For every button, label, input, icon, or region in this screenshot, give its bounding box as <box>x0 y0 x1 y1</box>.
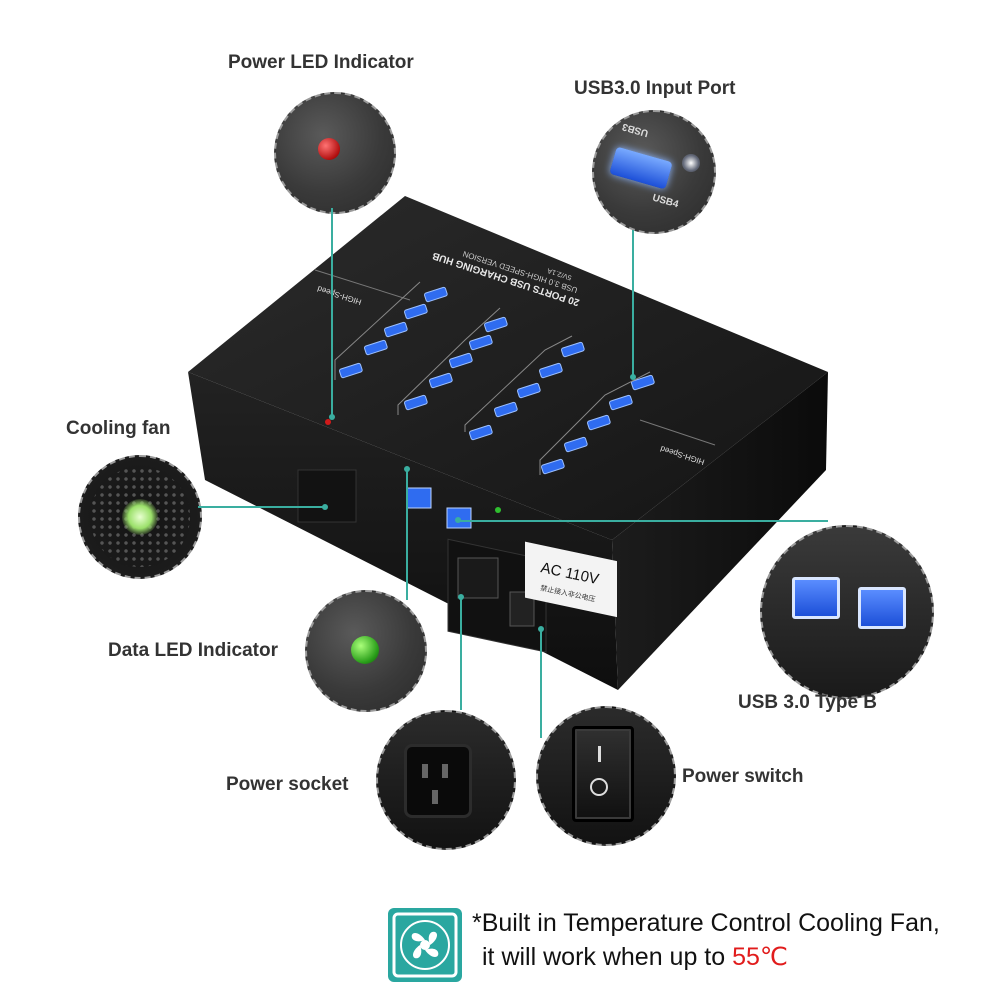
power-switch-zoom-rocker <box>572 726 634 822</box>
usb-input-zoom-label-1: USB3 <box>621 120 650 139</box>
footnote-line-1: *Built in Temperature Control Cooling Fa… <box>472 909 940 937</box>
power-socket-pin-3 <box>432 790 438 804</box>
footnote-line-2-prefix: it will work when up to <box>482 943 733 971</box>
hub-usb-b-port-1 <box>406 487 432 509</box>
footnote-temperature: 55℃ <box>732 943 788 971</box>
usb-input-connector-end <box>630 374 636 380</box>
cooling-fan-connector-end <box>322 504 328 510</box>
usb-input-zoom-port <box>609 146 673 190</box>
fan-hub-glow <box>122 499 158 535</box>
usb-input-zoom: USB3 USB4 <box>592 110 716 234</box>
hub-right-face <box>612 372 828 690</box>
label-usb-type-b: USB 3.0 Type B <box>738 692 878 713</box>
power-socket-pin-1 <box>422 764 428 778</box>
usb-type-b-zoom-port-2 <box>858 587 906 629</box>
data-led-zoom <box>305 590 427 712</box>
usb-input-zoom-flare <box>682 154 700 172</box>
hub-power-led <box>325 419 331 425</box>
power-switch-connector-end <box>538 626 544 632</box>
label-usb-input: USB3.0 Input Port <box>574 78 736 99</box>
power-switch-zoom <box>536 706 676 846</box>
label-cooling-fan: Cooling fan <box>66 418 171 439</box>
hub-data-led <box>495 507 501 513</box>
cooling-fan-connector <box>198 506 326 508</box>
usb-input-zoom-label-2: USB4 <box>651 192 680 211</box>
label-data-led: Data LED Indicator <box>108 640 278 661</box>
power-led-zoom-light <box>318 138 340 160</box>
usb-type-b-connector-end <box>455 517 461 523</box>
power-switch-on-mark <box>598 746 601 762</box>
usb-type-b-zoom-port-1 <box>792 577 840 619</box>
data-led-connector <box>406 470 408 600</box>
hub-ac-label-box <box>525 541 617 618</box>
power-switch-off-mark <box>590 778 608 796</box>
label-power-socket: Power socket <box>226 774 349 795</box>
power-socket-connector <box>460 598 462 710</box>
temperature-footnote: *Built in Temperature Control Cooling Fa… <box>472 906 1000 974</box>
power-switch-connector-v <box>540 630 542 738</box>
label-power-switch: Power switch <box>682 766 804 787</box>
usb-type-b-connector <box>458 520 828 522</box>
power-led-zoom <box>274 92 396 214</box>
power-socket-zoom <box>376 710 516 850</box>
fan-icon <box>388 908 462 982</box>
power-led-connector-end <box>329 414 335 420</box>
power-socket-connector-end <box>458 594 464 600</box>
label-power-led: Power LED Indicator <box>228 52 414 73</box>
port-group-outlines <box>334 281 651 475</box>
data-led-zoom-light <box>351 636 379 664</box>
power-socket-pin-2 <box>442 764 448 778</box>
power-led-connector <box>331 208 333 418</box>
usb-port-grid <box>339 286 655 475</box>
usb-input-connector <box>632 230 634 378</box>
usb-type-b-zoom <box>760 525 934 699</box>
data-led-connector-end <box>404 466 410 472</box>
hub-top-surface <box>188 196 828 540</box>
cooling-fan-zoom <box>78 455 202 579</box>
hub-front-vent <box>297 469 357 523</box>
footnote-line-2: it will work when up to 55℃ <box>472 940 1000 974</box>
power-socket-zoom-inlet <box>404 744 472 818</box>
hub-power-socket <box>457 557 499 599</box>
